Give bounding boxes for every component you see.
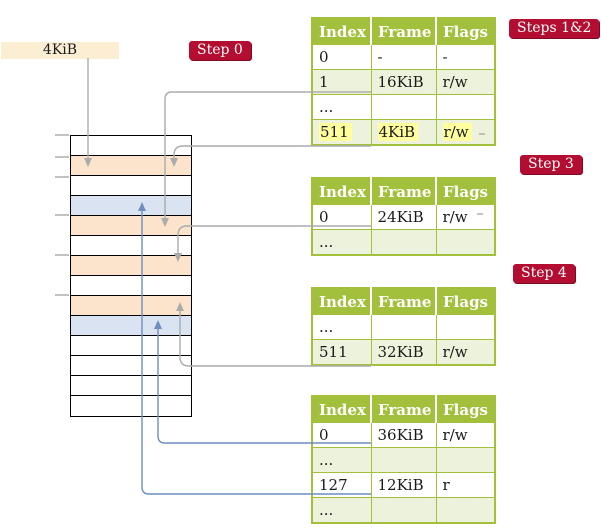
table-row: ... <box>311 94 496 120</box>
cell-index: ... <box>311 497 372 524</box>
table-header-row: Index Frame Flags <box>311 395 496 423</box>
cell-frame: 16KiB <box>370 69 437 95</box>
cell-frame: 4KiB <box>370 119 437 146</box>
highlight: 4KiB <box>377 123 419 141</box>
badge-step-4: Step 4 <box>513 264 575 283</box>
cell-frame: 32KiB <box>370 339 437 366</box>
memory-frame-row-mapped <box>71 196 191 216</box>
page-table-root: Index Frame Flags 0 - - 1 16KiB r/w ... … <box>311 17 496 146</box>
memory-frame-row-mapped <box>71 316 191 336</box>
cell-index: ... <box>311 447 372 473</box>
connector-t1-idx511-to-4kib <box>173 145 371 159</box>
header-index: Index <box>311 287 372 315</box>
cell-flags <box>435 447 496 473</box>
cell-index: 0 <box>311 44 372 70</box>
memory-frame-row-pagetable <box>71 156 191 176</box>
memory-frame-row-pagetable <box>71 256 191 276</box>
header-flags: Flags <box>435 395 496 423</box>
cell-index: ... <box>311 229 372 256</box>
cell-frame <box>370 94 437 120</box>
header-flags: Flags <box>435 177 496 205</box>
table-row: ... <box>311 497 496 524</box>
memory-frame-row-free <box>71 356 191 376</box>
header-index: Index <box>311 17 372 45</box>
page-table-level3: Index Frame Flags ... 511 32KiB r/w <box>311 287 496 366</box>
header-frame: Frame <box>370 395 437 423</box>
cell-frame <box>370 497 437 524</box>
cell-frame: - <box>370 44 437 70</box>
cell-flags: r <box>435 472 496 498</box>
cell-flags: r/w <box>435 119 496 146</box>
cell-frame: 12KiB <box>370 472 437 498</box>
header-flags: Flags <box>435 287 496 315</box>
memory-frame-row-pagetable <box>71 216 191 236</box>
cell-frame <box>370 447 437 473</box>
cell-flags: - <box>435 44 496 70</box>
memory-tick-marks <box>55 134 69 296</box>
cell-flags <box>435 497 496 524</box>
page-size-box: 4KiB <box>1 42 119 59</box>
header-frame: Frame <box>370 287 437 315</box>
memory-frame-row-free <box>71 276 191 296</box>
cell-frame <box>370 229 437 256</box>
memory-frame-row-free <box>71 336 191 356</box>
table-row: 0 36KiB r/w <box>311 422 496 448</box>
memory-stack <box>70 135 192 417</box>
header-index: Index <box>311 177 372 205</box>
table-row: ... <box>311 447 496 473</box>
table-row: 1 16KiB r/w <box>311 69 496 95</box>
table-header-row: Index Frame Flags <box>311 17 496 45</box>
cell-index: 511 <box>311 339 372 366</box>
cell-index: ... <box>311 314 372 340</box>
cell-flags: r/w <box>435 339 496 366</box>
header-frame: Frame <box>370 17 437 45</box>
cell-flags: r/w <box>435 69 496 95</box>
cell-flags: r/w <box>435 204 496 230</box>
cell-frame <box>370 314 437 340</box>
cell-index: 0 <box>311 422 372 448</box>
highlight: r/w <box>442 123 472 141</box>
header-frame: Frame <box>370 177 437 205</box>
badge-step-3: Step 3 <box>520 155 582 174</box>
header-index: Index <box>311 395 372 423</box>
cell-index: 511 <box>311 119 372 146</box>
memory-frame-row-free <box>71 136 191 156</box>
memory-frame-row-free <box>71 396 191 416</box>
table-header-row: Index Frame Flags <box>311 177 496 205</box>
table-header-row: Index Frame Flags <box>311 287 496 315</box>
cell-flags: r/w <box>435 422 496 448</box>
badge-step-0: Step 0 <box>189 41 251 60</box>
table-row: 127 12KiB r <box>311 472 496 498</box>
memory-frame-row-free <box>71 236 191 256</box>
cell-index: 1 <box>311 69 372 95</box>
table-row: ... <box>311 314 496 340</box>
highlight: 511 <box>319 123 352 141</box>
table-row: 511 32KiB r/w <box>311 339 496 366</box>
cell-index: 0 <box>311 204 372 230</box>
table-row: 0 24KiB r/w <box>311 204 496 230</box>
table-row: ... <box>311 229 496 256</box>
cell-flags <box>435 94 496 120</box>
cell-flags <box>435 229 496 256</box>
memory-frame-row-free <box>71 176 191 196</box>
memory-frame-row-pagetable <box>71 296 191 316</box>
cell-flags <box>435 314 496 340</box>
memory-frame-row-free <box>71 376 191 396</box>
cell-frame: 24KiB <box>370 204 437 230</box>
cell-index: ... <box>311 94 372 120</box>
table-row: 0 - - <box>311 44 496 70</box>
table-row-recursive-highlight: 511 4KiB r/w <box>311 119 496 146</box>
badge-steps-1-2: Steps 1&2 <box>509 19 600 38</box>
page-table-level2: Index Frame Flags 0 24KiB r/w ... <box>311 177 496 256</box>
cell-frame: 36KiB <box>370 422 437 448</box>
header-flags: Flags <box>435 17 496 45</box>
page-table-leaf: Index Frame Flags 0 36KiB r/w ... 127 12… <box>311 395 496 524</box>
cell-index: 127 <box>311 472 372 498</box>
